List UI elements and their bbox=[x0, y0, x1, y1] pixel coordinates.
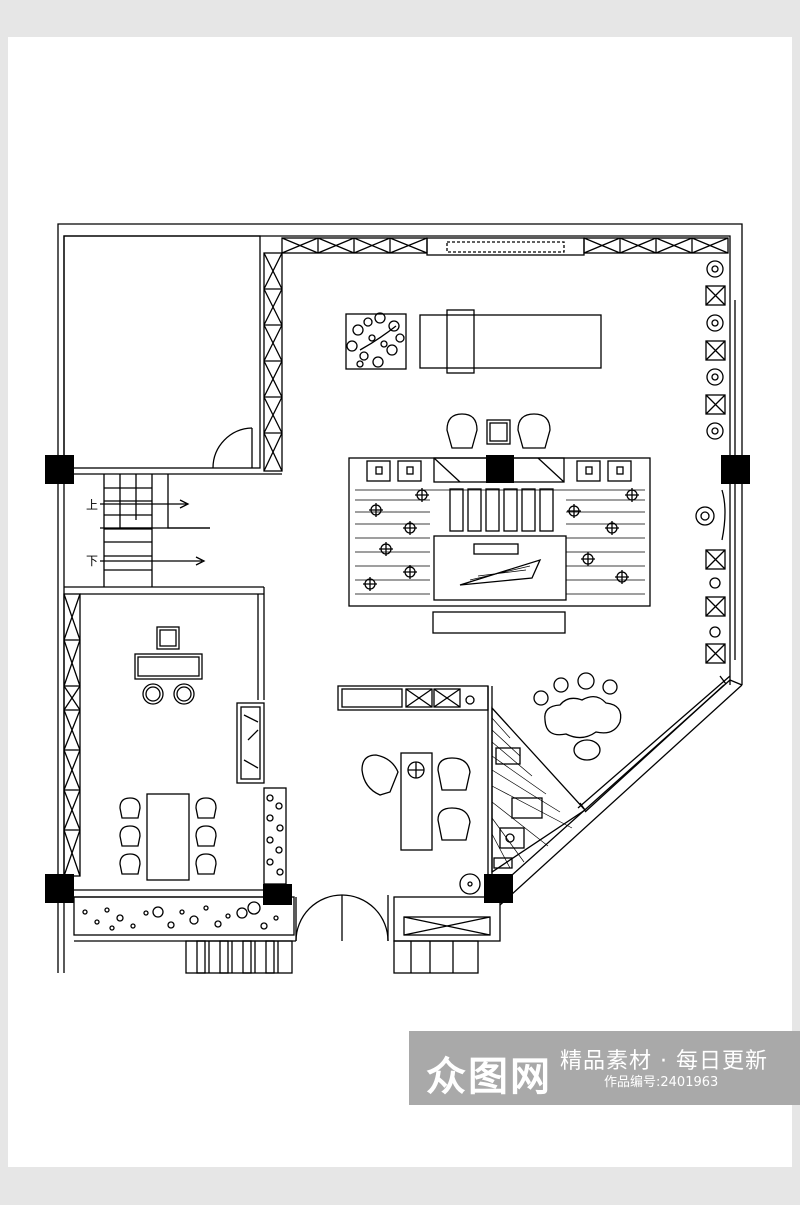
watermark-slogan: 精品素材 · 每日更新 bbox=[560, 1049, 768, 1074]
daybed bbox=[419, 309, 602, 374]
tea-room bbox=[337, 685, 493, 895]
partition-strip-vertical bbox=[263, 252, 283, 472]
diagonal-deck bbox=[491, 706, 586, 874]
partition-strip-top bbox=[281, 237, 729, 256]
diagonal-window bbox=[577, 675, 731, 813]
watermark-logo: 众图网 bbox=[426, 1054, 552, 1100]
front-pebble-garden bbox=[73, 889, 296, 942]
structural-columns bbox=[45, 455, 750, 905]
planter-box bbox=[345, 312, 407, 370]
tea-platform bbox=[348, 457, 651, 634]
watermark-banner bbox=[409, 1031, 800, 1105]
armchairs bbox=[446, 413, 551, 449]
study-desk bbox=[134, 626, 203, 705]
stair-up-label: 上 bbox=[86, 498, 99, 512]
dining-set bbox=[119, 793, 217, 881]
front-steps-right bbox=[393, 896, 501, 974]
entrance-double-door bbox=[295, 894, 389, 942]
left-lower-wall-strip bbox=[63, 587, 265, 877]
stone-pillar bbox=[263, 787, 287, 885]
right-display-shelves bbox=[695, 260, 736, 664]
tv-cabinet bbox=[236, 702, 265, 784]
front-steps-left bbox=[185, 940, 293, 974]
outer-walls bbox=[57, 223, 743, 973]
drawing-sheet bbox=[8, 37, 792, 1167]
staircase bbox=[64, 474, 264, 588]
rock-garden bbox=[533, 672, 622, 761]
stair-down-label: 下 bbox=[86, 554, 99, 568]
storage-room bbox=[63, 235, 282, 475]
watermark-id: 作品编号:2401963 bbox=[604, 1075, 719, 1090]
downlights bbox=[363, 488, 639, 591]
